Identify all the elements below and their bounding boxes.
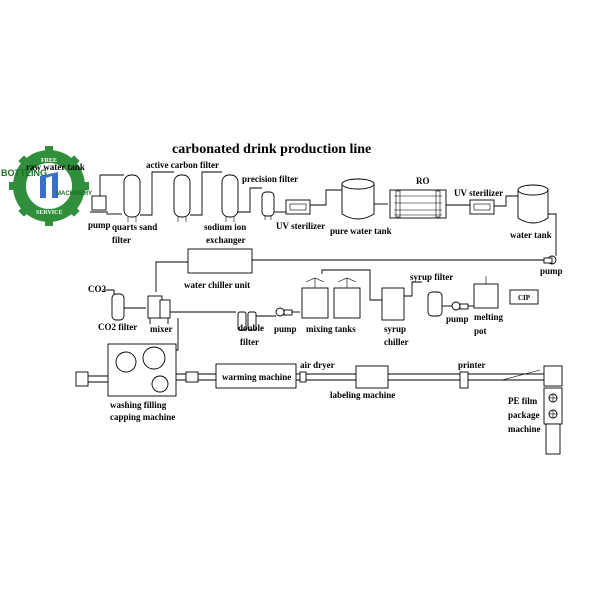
pipe (238, 187, 262, 213)
label-exchanger: exchanger (206, 235, 246, 245)
water-chiller-unit (187, 248, 253, 274)
label-uv-sterilizer-2: UV sterilizer (454, 188, 503, 198)
logo-inner-ring (24, 161, 74, 211)
mixing-tanks (301, 277, 361, 319)
pe-film-package-machine (501, 365, 563, 455)
pipe (548, 213, 557, 256)
infeed-conveyor (75, 371, 108, 387)
logo-bottom-text: SERVICE (36, 210, 62, 216)
logo-right-text: MACHINERY (56, 191, 92, 197)
raw-water-tank (90, 195, 108, 213)
uv-sterilizer-1 (285, 199, 311, 215)
label-pe-film: PE film (508, 396, 538, 406)
label-capping-machine: capping machine (110, 412, 175, 422)
pipe (321, 269, 382, 301)
label-cip: CIP (518, 294, 531, 302)
label-mixer: mixer (150, 324, 173, 334)
label-air-dryer: air dryer (300, 360, 335, 370)
sodium-ion-exchanger (221, 174, 239, 222)
printer (459, 371, 469, 389)
label-pump-4: pump (446, 314, 469, 324)
water-tank (517, 184, 549, 224)
cip-unit (509, 289, 539, 305)
diagram-title: carbonated drink production line (172, 142, 371, 157)
conveyor-unit (185, 371, 199, 383)
label-pure-water-tank: pure water tank (330, 226, 392, 236)
pipe (494, 195, 518, 207)
pump-3 (275, 307, 293, 317)
pipe (104, 289, 115, 296)
label-ro: RO (416, 176, 430, 186)
melting-pot (473, 276, 499, 309)
label-machine: machine (508, 424, 541, 434)
washing-filling-capping-machine (107, 343, 177, 397)
ro-unit (389, 189, 447, 219)
label-warming-machine: warming machine (222, 372, 291, 382)
pipe (404, 281, 422, 297)
label-pump-2: pump (540, 266, 563, 276)
syrup-filter (427, 291, 443, 317)
syrup-chiller (381, 287, 405, 321)
pump-2 (543, 255, 557, 265)
label-mixing-tanks: mixing tanks (306, 324, 356, 334)
label-pump-3: pump (274, 324, 297, 334)
air-dryer (299, 371, 307, 383)
label-printer: printer (458, 360, 486, 370)
double-filter (237, 311, 257, 331)
label-co2-filter: CO2 filter (98, 322, 137, 332)
mixer (147, 295, 171, 324)
label-melting: melting (474, 312, 503, 322)
active-carbon-filter (173, 174, 191, 222)
label-chiller: chiller (384, 337, 409, 347)
label-package: package (508, 410, 540, 420)
uv-sterilizer-2 (469, 199, 495, 215)
label-double: double (238, 323, 264, 333)
pure-water-tank (341, 178, 375, 220)
label-precision-filter: precision filter (242, 174, 298, 184)
label-sodium-ion: sodium ion (204, 222, 246, 232)
logo-top-text: FREE (41, 158, 57, 164)
quarts-sand-filter (123, 174, 141, 222)
label-water-chiller-unit: water chiller unit (184, 280, 250, 290)
label-pot: pot (474, 326, 487, 336)
pipe (155, 261, 188, 292)
label-labeling-machine: labeling machine (330, 390, 395, 400)
pipe (140, 171, 174, 216)
label-syrup: syrup (384, 324, 406, 334)
bottle-icon (40, 172, 58, 198)
label-filter-1: filter (112, 235, 131, 245)
label-active-carbon-filter: active carbon filter (146, 160, 219, 170)
label-washing-filling: washing filling (110, 400, 167, 410)
pipe (310, 189, 342, 206)
bottling-logo: FREE BOTTLING MACHINERY SERVICE (1, 146, 92, 226)
warming-machine (215, 363, 297, 389)
pipe (176, 342, 179, 351)
label-uv-sterilizer-1: UV sterilizer (276, 221, 325, 231)
pump-4 (451, 301, 469, 311)
label-quarts-sand: quarts sand (112, 222, 157, 232)
label-co2: CO2 (88, 284, 107, 294)
pipe (190, 171, 222, 216)
co2-filter (111, 293, 125, 321)
label-raw-water-tank: raw water tank (26, 162, 85, 172)
label-filter-2: filter (240, 337, 259, 347)
label-water-tank: water tank (510, 230, 552, 240)
label-pump-1: pump (88, 220, 111, 230)
logo-left-text: BOTTLING (1, 168, 47, 178)
precision-filter (261, 191, 275, 220)
labeling-machine (355, 365, 389, 389)
label-syrup-filter: syrup filter (410, 272, 453, 282)
